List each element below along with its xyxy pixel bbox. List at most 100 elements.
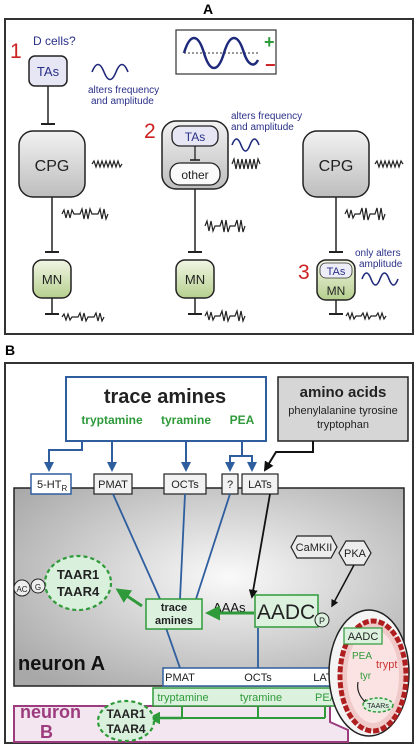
g-protein-icon [30, 578, 46, 594]
bottom-amine-tyramine: tyramine [240, 692, 282, 704]
plus-sign: + [264, 32, 275, 52]
mn-label-3: MN [327, 284, 346, 298]
bottom-release-lines [181, 706, 326, 719]
tas-label-2: TAs [185, 130, 205, 144]
taar-receptor-a [43, 554, 113, 612]
aadc-label: AADC [257, 601, 315, 624]
camkii-label: CaMKII [296, 542, 333, 554]
transporter-lats [241, 473, 279, 495]
wave-1 [91, 63, 129, 81]
bottom-amine-tryptamine: tryptamine [157, 692, 208, 704]
ac-label: AC [16, 585, 27, 594]
vessel-tyr-label: tyr [360, 671, 372, 682]
amino-acids-box [277, 376, 409, 442]
transporter-5ht-label: 5-HTR [37, 479, 67, 493]
marker-3: 3 [298, 261, 310, 284]
burst-trace-2b [204, 218, 246, 234]
burst-trace-3b [344, 207, 386, 221]
kinase-arrow [331, 564, 355, 608]
vessel-taars-label: TAARs [367, 703, 389, 710]
amino-acids-title: amino acids [300, 384, 387, 401]
minus-sign: − [265, 55, 276, 75]
marker-1: 1 [10, 40, 22, 63]
uptake-arrows [44, 441, 257, 472]
transporter-5ht [30, 473, 72, 495]
phospho-icon [314, 612, 330, 628]
trace-amines-internal-2: amines [155, 615, 193, 627]
camkii-icon [290, 535, 338, 559]
burst-trace-1b [61, 206, 109, 222]
mn-label-2: MN [185, 272, 205, 287]
other-label: other [181, 168, 208, 182]
panel-a-label: A [203, 1, 213, 17]
transporter-bottom-pmat: PMAT [165, 672, 195, 684]
neuron-b-label-2: B [40, 722, 53, 742]
transporter-bottom-octs: OCTs [244, 672, 272, 684]
transporter-pmat-label: PMAT [98, 479, 128, 491]
vessel-taars-icon [362, 697, 394, 713]
mn-trace-2 [204, 308, 246, 324]
taar1-label-b: TAAR1 [106, 707, 145, 721]
taar4-label-b: TAAR4 [106, 722, 145, 736]
tas-label-3: TAs [327, 266, 346, 278]
cpg-label-1: CPG [35, 158, 70, 175]
trace-amines-title: trace amines [104, 386, 226, 408]
alters-text-1a: alters frequency [88, 85, 159, 96]
taar-receptor-b [96, 699, 156, 743]
alters-text-2a: alters frequency [231, 111, 302, 122]
cpg-label-3: CPG [319, 158, 354, 175]
taar4-label-a: TAAR4 [57, 584, 100, 599]
oscillation-icon [182, 36, 260, 70]
pka-label: PKA [344, 548, 367, 560]
trace-amine-pea: PEA [230, 413, 255, 427]
panel-a: A + − 1 D cells? TAs alters frequency an… [4, 1, 414, 335]
sign-legend: + − [175, 29, 277, 75]
vessel-aadc-label: AADC [348, 631, 379, 643]
p-label: P [319, 616, 325, 626]
panel-b-label: B [5, 342, 15, 358]
wave-3 [361, 272, 399, 286]
marker-2: 2 [144, 120, 156, 143]
burst-trace-3 [374, 159, 404, 169]
amino-acids-line1: phenylalanine tyrosine [288, 405, 397, 417]
mn-trace-3 [345, 311, 387, 321]
trace-amine-tryptamine: tryptamine [81, 413, 143, 427]
amino-arrow [263, 441, 314, 472]
amino-acids-line2: tryptophan [317, 419, 369, 431]
vessel-trypt-label: trypt [376, 659, 397, 671]
neuron-a-label: neuron A [18, 653, 105, 675]
g-label: G [35, 583, 41, 592]
alters-text-1b: and amplitude [91, 96, 154, 107]
alters-text-2b: and amplitude [231, 122, 294, 133]
only-alters-text-a: only alters [355, 248, 401, 259]
aaas-label: AAAs [213, 600, 246, 615]
aadc-box [254, 594, 319, 628]
mn-trace-1 [61, 311, 105, 323]
trace-amine-tyramine: tyramine [161, 413, 211, 427]
transporter-octs-label: OCTs [171, 479, 199, 491]
other-box [169, 162, 221, 186]
tas-box-3 [319, 262, 353, 279]
internal-links [112, 493, 231, 669]
pka-icon [338, 540, 372, 566]
tas-label-1: TAs [37, 64, 60, 79]
vessel-pea-label: PEA [352, 651, 372, 662]
activation-arrow [115, 588, 143, 608]
vessel-aadc-box [343, 627, 383, 645]
trace-amines-box [65, 376, 267, 442]
wave-2 [231, 138, 260, 152]
lats-to-aadc-arrow [248, 493, 271, 599]
trace-amines-internal-box [145, 598, 203, 630]
neuron-b-label-1: neuron [20, 702, 81, 722]
only-alters-text-b: amplitude [359, 259, 403, 270]
d-cells-label: D cells? [33, 34, 76, 48]
burst-trace-1 [91, 159, 123, 169]
transporter-lats-label: LATs [248, 479, 272, 491]
mn-label-1: MN [42, 272, 62, 287]
transporter-unknown-label: ? [227, 479, 233, 491]
taar1-label-a: TAAR1 [57, 567, 99, 582]
trace-amines-internal-1: trace [161, 602, 187, 614]
panel-b: B neuron A neuron B trace amines tryptam… [4, 342, 414, 744]
burst-trace-2 [231, 156, 261, 170]
